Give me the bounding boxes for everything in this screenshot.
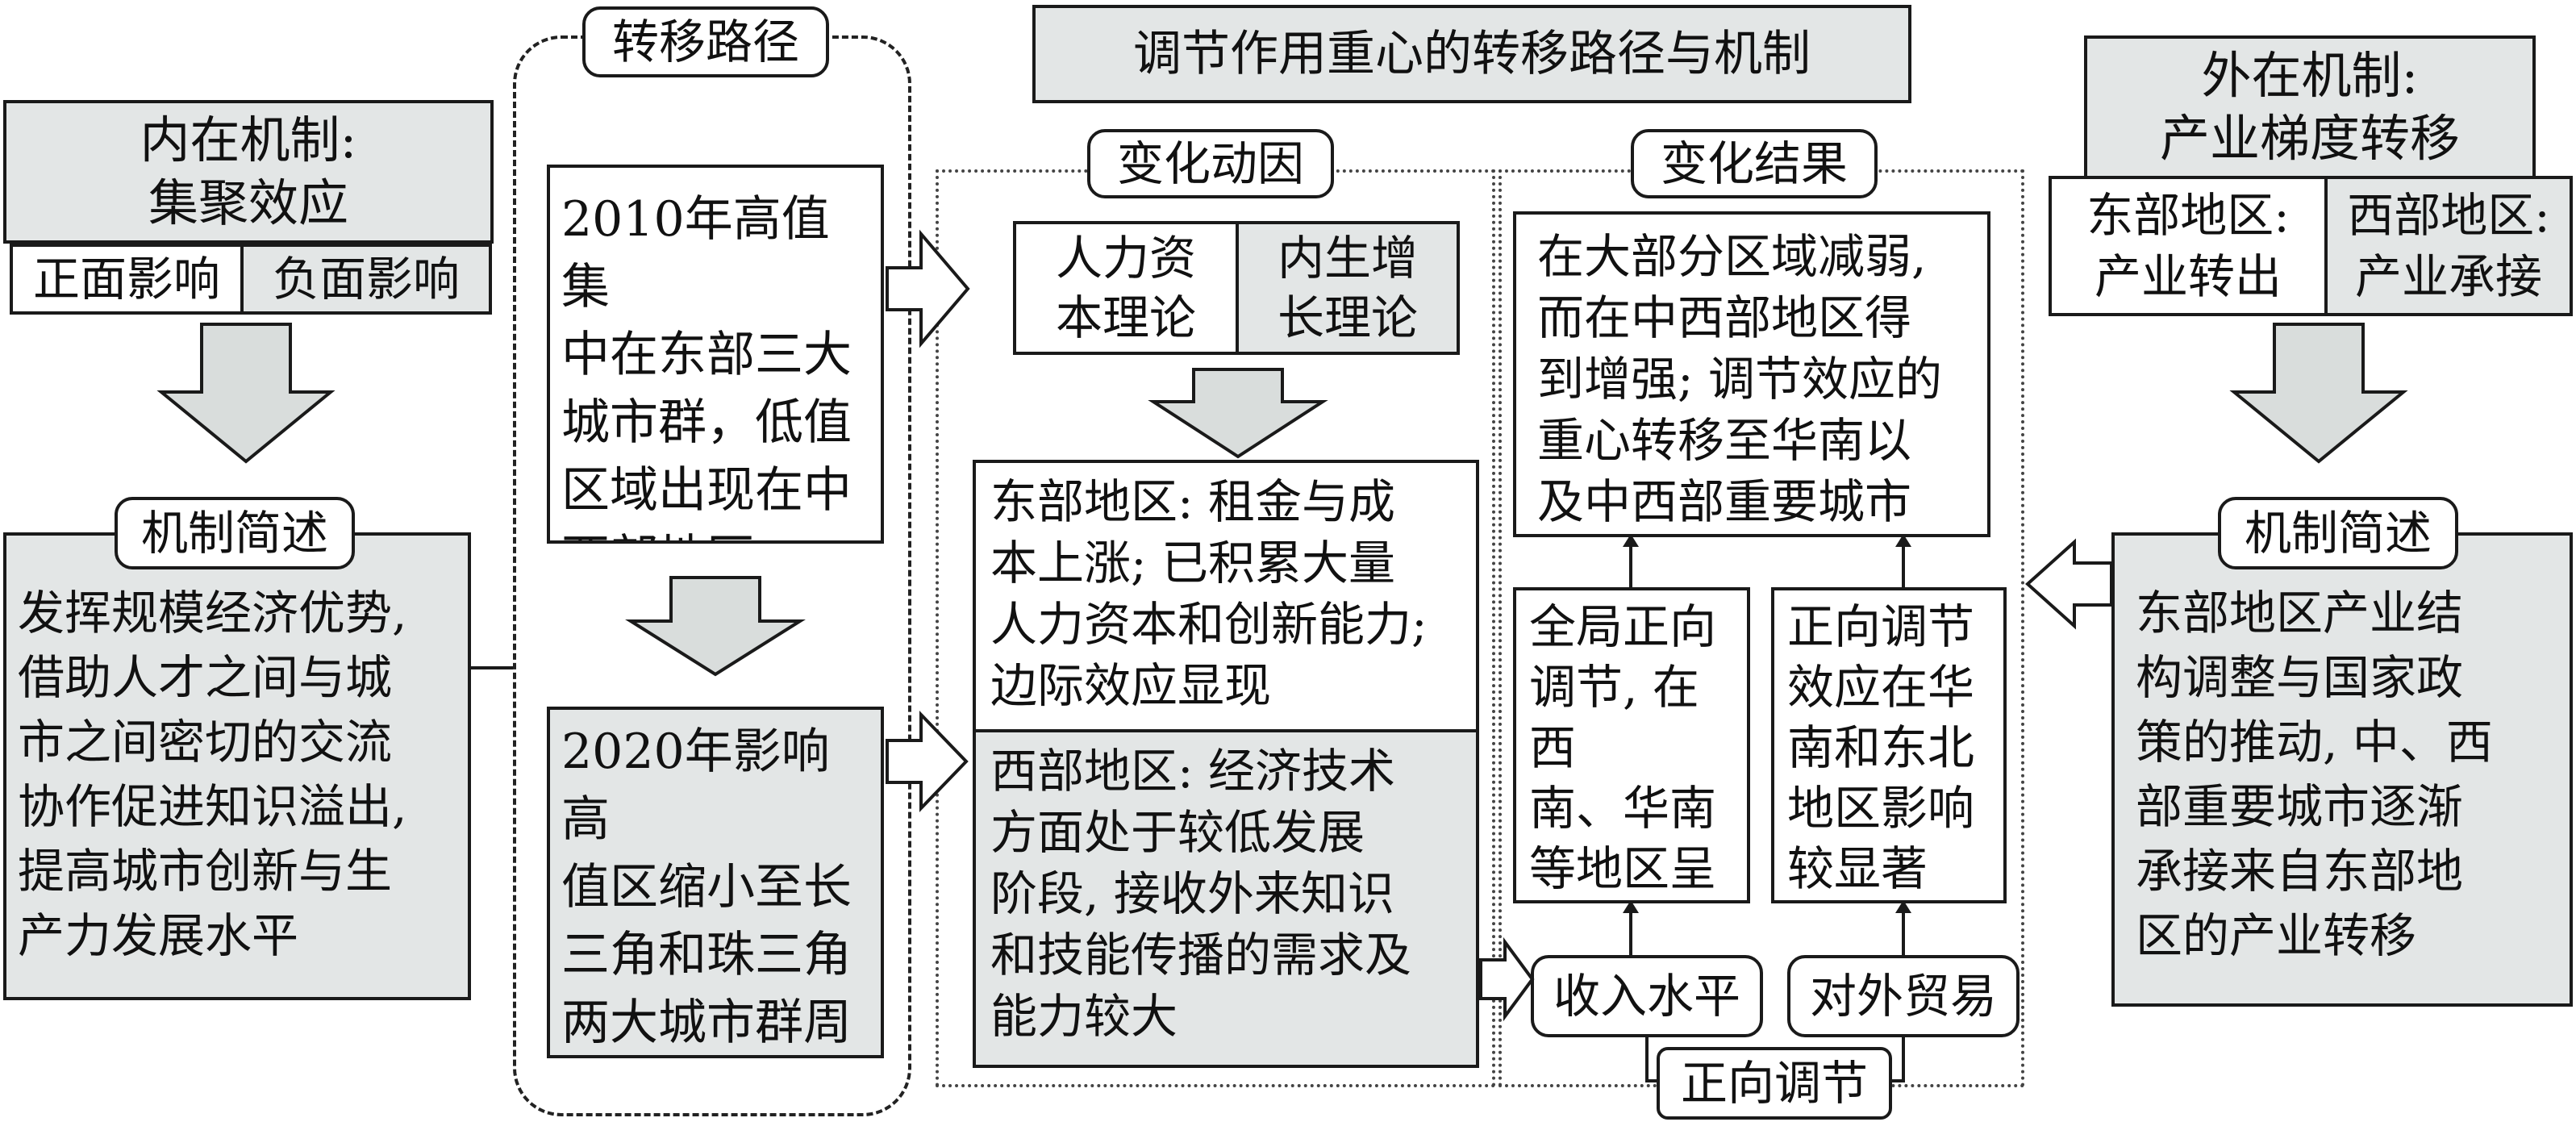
right-arrow-2010-icon (886, 229, 970, 348)
path-label: 转移路径 (582, 6, 829, 77)
positive-regulation-text: 正向调节 (1680, 1056, 1868, 1111)
income-level-pill: 收入水平 (1531, 955, 1763, 1037)
result-left-box: 全局正向 调节, 在西 南、华南 等地区呈 现高值 (1513, 587, 1750, 903)
west-industry-in-text: 西部地区: 产业承接 (2347, 188, 2550, 304)
left-summary-text: 发挥规模经济优势, 借助人才之间与城 市之间密切的交流 协作促进知识溢出, 提高… (18, 586, 407, 963)
income-level-text: 收入水平 (1553, 969, 1740, 1024)
result-right-box: 正向调节 效应在华 南和东北 地区影响 较显著 (1771, 587, 2007, 903)
left-summary-label-text: 机制简述 (140, 506, 328, 561)
path-2010-box: 2010年高值集 中在东部三大 城市群，低值 区域出现在中 西部地区 (547, 165, 884, 544)
left-down-arrow-icon (156, 323, 336, 464)
foreign-trade-pill: 对外贸易 (1787, 955, 2020, 1037)
result-label: 变化结果 (1631, 129, 1878, 198)
west-industry-in-box: 西部地区: 产业承接 (2324, 176, 2573, 316)
arrowhead-up-icon (1623, 900, 1639, 913)
external-mechanism-text: 外在机制: 产业梯度转移 (2159, 46, 2460, 168)
east-industry-out-text: 东部地区: 产业转出 (2086, 188, 2290, 304)
foreign-trade-text: 对外贸易 (1809, 969, 1997, 1024)
result-top-text: 在大部分区域减弱, 而在中西部地区得 到增强; 调节效应的 重心转移至华南以 及… (1537, 229, 1942, 529)
path-2020-box: 2020年影响高 值区缩小至长 三角和珠三角 两大城市群周 边地区 (547, 707, 884, 1058)
right-summary-text: 东部地区产业结 构调整与国家政 策的推动, 中、西 部重要城市逐渐 承接来自东部… (2136, 586, 2493, 963)
west-cause-text: 西部地区: 经济技术 方面处于较低发展 阶段, 接收外来知识 和技能传播的需求及… (990, 744, 1412, 1044)
cause-label: 变化动因 (1087, 129, 1334, 198)
internal-mechanism-text: 内在机制: 集聚效应 (140, 111, 357, 232)
path-2020-text: 2020年影响高 值区缩小至长 三角和珠三角 两大城市群周 边地区 (561, 724, 852, 1051)
path-down-arrow-icon (625, 576, 806, 677)
human-capital-text: 人力资 本理论 (1055, 231, 1196, 345)
east-cause-box: 东部地区: 租金与成 本上涨; 已积累大量 人力资本和创新能力; 边际效应显现 (973, 460, 1479, 732)
positive-regulation-connector (1645, 1037, 1905, 1082)
left-arrow-summary-icon (2025, 538, 2113, 630)
right-summary-label: 机制简述 (2218, 497, 2458, 569)
result-right-text: 正向调节 效应在华 南和东北 地区影响 较显著 (1787, 599, 1975, 896)
arrowhead-up-icon (1895, 900, 1911, 913)
path-2010-text: 2010年高值集 中在东部三大 城市群，低值 区域出现在中 西部地区 (561, 191, 852, 540)
diagram-title-text: 调节作用重心的转移路径与机制 (1133, 26, 1811, 82)
positive-effect-box: 正面影响 (10, 244, 244, 315)
left-summary-label: 机制简述 (115, 497, 355, 569)
cause-label-text: 变化动因 (1116, 136, 1304, 191)
right-down-arrow-icon (2229, 323, 2408, 464)
positive-regulation-pill: 正向调节 (1657, 1047, 1892, 1120)
result-top-box: 在大部分区域减弱, 而在中西部地区得 到增强; 调节效应的 重心转移至华南以 及… (1513, 211, 1990, 537)
left-summary-box: 发挥规模经济优势, 借助人才之间与城 市之间密切的交流 协作促进知识溢出, 提高… (3, 532, 471, 1000)
right-arrow-2020-icon (886, 711, 969, 812)
result-label-text: 变化结果 (1660, 136, 1848, 191)
positive-effect-text: 正面影响 (32, 252, 220, 307)
negative-effect-text: 负面影响 (272, 252, 460, 307)
arrowhead-up-icon (1623, 534, 1639, 547)
right-summary-label-text: 机制简述 (2244, 506, 2432, 561)
internal-mechanism-box: 内在机制: 集聚效应 (3, 100, 494, 244)
west-cause-box: 西部地区: 经济技术 方面处于较低发展 阶段, 接收外来知识 和技能传播的需求及… (973, 729, 1479, 1068)
right-arrow-income-icon (1479, 936, 1535, 1022)
result-left-text: 全局正向 调节, 在西 南、华南 等地区呈 现高值 (1529, 599, 1717, 896)
diagram-title: 调节作用重心的转移路径与机制 (1032, 5, 1911, 103)
path-label-text: 转移路径 (611, 15, 799, 69)
endogenous-growth-text: 内生增 长理论 (1277, 231, 1418, 345)
arrowhead-up-icon (1895, 534, 1911, 547)
endogenous-growth-box: 内生增 长理论 (1236, 221, 1460, 355)
cause-down-arrow-icon (1148, 368, 1328, 459)
east-industry-out-box: 东部地区: 产业转出 (2049, 176, 2328, 316)
right-summary-box: 东部地区产业结 构调整与国家政 策的推动, 中、西 部重要城市逐渐 承接来自东部… (2111, 532, 2573, 1007)
east-cause-text: 东部地区: 租金与成 本上涨; 已积累大量 人力资本和创新能力; 边际效应显现 (990, 474, 1428, 713)
negative-effect-box: 负面影响 (240, 244, 492, 315)
external-mechanism-box: 外在机制: 产业梯度转移 (2084, 35, 2536, 179)
